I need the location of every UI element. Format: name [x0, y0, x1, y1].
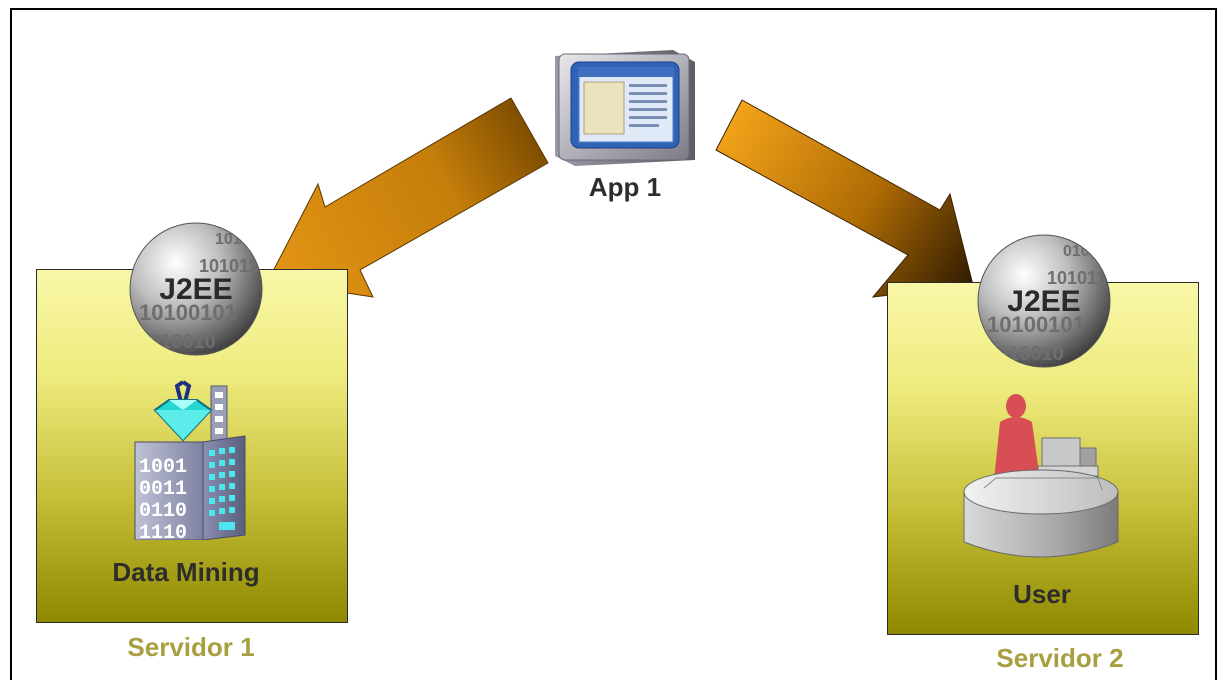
badge-digits-row: 10100101 — [987, 312, 1085, 337]
arrow-to-servidor-1 — [267, 97, 549, 298]
servidor-1-label: Servidor 1 — [127, 632, 255, 662]
data-mining-label: Data Mining — [112, 557, 260, 587]
badge-digits-row: 10100101 — [139, 300, 237, 325]
building-digits-row: 1110 — [139, 522, 187, 540]
data-mining-building-icon: 1001 0011 0110 1110 — [134, 380, 246, 540]
j2ee-badge-servidor-1: 10101 101011 10100101 010010 J2EE — [129, 222, 263, 356]
user-at-desk-icon — [963, 394, 1119, 558]
building-digits-row: 1001 — [139, 456, 187, 479]
building-digits-row: 0011 — [139, 478, 187, 501]
j2ee-label: J2EE — [159, 273, 232, 306]
diagram-frame — [10, 8, 1217, 680]
badge-digits-row: 010010 — [997, 343, 1064, 365]
j2ee-badge-servidor-2: 0101 101011 10100101 010010 J2EE — [977, 234, 1111, 368]
j2ee-label: J2EE — [1007, 285, 1080, 318]
app-label: App 1 — [588, 172, 662, 202]
badge-digits-row: 10101 — [215, 231, 260, 248]
badge-digits-row: 0101 — [1063, 243, 1099, 260]
arrow-to-servidor-2 — [715, 99, 974, 298]
badge-digits-row: 101011 — [1047, 268, 1106, 288]
badge-digits-row: 101011 — [199, 256, 258, 276]
building-digits-row: 0110 — [139, 500, 187, 523]
badge-digits-row: 010010 — [149, 331, 216, 353]
user-label: User — [1013, 579, 1071, 609]
servidor-2-label: Servidor 2 — [996, 643, 1124, 673]
app-window-icon[interactable] — [553, 48, 698, 168]
